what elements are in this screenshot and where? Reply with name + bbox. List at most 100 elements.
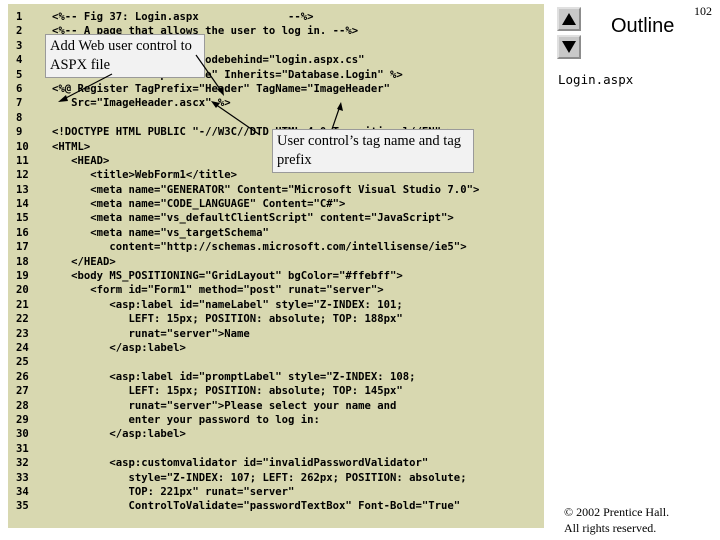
line-number: 14 (16, 198, 29, 211)
line-text: style="Z-INDEX: 107; LEFT: 262px; POSITI… (52, 471, 467, 484)
line-text: Src="ImageHeader.ascx" %> (52, 97, 231, 110)
line-text: enter your password to log in: (52, 413, 320, 426)
line-number: 21 (16, 298, 29, 311)
code-line: 22 LEFT: 15px; POSITION: absolute; TOP: … (16, 312, 479, 326)
code-line: 32 <asp:customvalidator id="invalidPassw… (16, 456, 479, 470)
code-panel: 1<%-- Fig 37: Login.aspx --%>2<%-- A pag… (8, 4, 544, 528)
line-text: <meta name="vs_targetSchema" (52, 226, 269, 239)
code-line: 13 <meta name="GENERATOR" Content="Micro… (16, 183, 479, 197)
code-line: 28 runat="server">Please select your nam… (16, 399, 479, 413)
code-line: 7 Src="ImageHeader.ascx" %> (16, 96, 479, 110)
line-number: 31 (16, 442, 29, 455)
line-number: 29 (16, 413, 29, 426)
code-line: 25 (16, 355, 479, 369)
line-number: 23 (16, 327, 29, 340)
line-text: LEFT: 15px; POSITION: absolute; TOP: 188… (52, 313, 403, 326)
line-number: 32 (16, 457, 29, 470)
line-number: 6 (16, 82, 23, 95)
line-number: 9 (16, 126, 23, 139)
code-line: 23 runat="server">Name (16, 327, 479, 341)
line-text: <asp:label id="nameLabel" style="Z-INDEX… (52, 298, 403, 311)
callout-web-user-control: Add Web user control to ASPX file (45, 34, 205, 78)
line-number: 26 (16, 370, 29, 383)
line-number: 25 (16, 356, 29, 369)
code-line: 18 </HEAD> (16, 255, 479, 269)
line-text: content="http://schemas.microsoft.com/in… (52, 241, 467, 254)
file-name: Login.aspx (558, 72, 634, 87)
line-number: 13 (16, 183, 29, 196)
code-line: 1<%-- Fig 37: Login.aspx --%> (16, 10, 479, 24)
code-line: 21 <asp:label id="nameLabel" style="Z-IN… (16, 298, 479, 312)
line-number: 22 (16, 313, 29, 326)
code-line: 26 <asp:label id="promptLabel" style="Z-… (16, 370, 479, 384)
code-line: 6 <%@ Register TagPrefix="Header" TagName… (16, 82, 479, 96)
code-line: 31 (16, 442, 479, 456)
code-line: 16 <meta name="vs_targetSchema" (16, 226, 479, 240)
line-number: 35 (16, 500, 29, 513)
line-text: runat="server">Please select your name a… (52, 399, 397, 412)
line-number: 4 (16, 54, 23, 67)
triangle-up-icon (562, 13, 576, 25)
line-number: 5 (16, 68, 23, 81)
code-line: 35 ControlToValidate="passwordTextBox" F… (16, 499, 479, 513)
code-line: 12 <title>WebForm1</title> (16, 168, 479, 182)
line-text: ControlToValidate="passwordTextBox" Font… (52, 500, 461, 513)
line-number: 12 (16, 169, 29, 182)
line-number: 24 (16, 341, 29, 354)
line-number: 8 (16, 111, 23, 124)
copyright-line-2: All rights reserved. (564, 521, 657, 535)
line-text: <title>WebForm1</title> (52, 169, 237, 182)
line-text: <form id="Form1" method="post" runat="se… (52, 284, 384, 297)
code-line: 8 (16, 111, 479, 125)
line-number: 34 (16, 485, 29, 498)
code-line: 11 <HEAD> (16, 154, 479, 168)
previous-slide-button[interactable] (557, 7, 581, 31)
code-line: 17 content="http://schemas.microsoft.com… (16, 240, 479, 254)
line-number: 17 (16, 241, 29, 254)
line-number: 18 (16, 255, 29, 268)
copyright-line-1: © 2002 Prentice Hall. (564, 505, 670, 519)
line-text: <body MS_POSITIONING="GridLayout" bgColo… (52, 270, 403, 283)
line-text: <HEAD> (52, 154, 110, 167)
code-line: 20 <form id="Form1" method="post" runat=… (16, 283, 479, 297)
line-number: 3 (16, 39, 23, 52)
line-number: 20 (16, 284, 29, 297)
line-text: <meta name="vs_defaultClientScript" cont… (52, 212, 454, 225)
line-text: <%@ Register TagPrefix="Header" TagName=… (52, 82, 391, 95)
line-number: 10 (16, 140, 29, 153)
code-line: 33 style="Z-INDEX: 107; LEFT: 262px; POS… (16, 471, 479, 485)
code-line: 34 TOP: 221px" runat="server" (16, 485, 479, 499)
line-number: 27 (16, 385, 29, 398)
line-text: LEFT: 15px; POSITION: absolute; TOP: 145… (52, 385, 403, 398)
line-text: <meta name="CODE_LANGUAGE" Content="C#"> (52, 198, 346, 211)
outline-title: Outline (611, 15, 675, 37)
line-number: 7 (16, 97, 23, 110)
code-line: 19 <body MS_POSITIONING="GridLayout" bgC… (16, 269, 479, 283)
triangle-down-icon (562, 41, 576, 53)
line-text: <meta name="GENERATOR" Content="Microsof… (52, 183, 480, 196)
line-number: 16 (16, 226, 29, 239)
copyright-notice: © 2002 Prentice Hall. All rights reserve… (564, 504, 669, 536)
next-slide-button[interactable] (557, 35, 581, 59)
line-text: </HEAD> (52, 255, 116, 268)
line-number: 19 (16, 270, 29, 283)
line-number: 11 (16, 154, 29, 167)
line-number: 30 (16, 428, 29, 441)
code-line: 30 </asp:label> (16, 427, 479, 441)
line-text: </asp:label> (52, 341, 186, 354)
line-number: 28 (16, 399, 29, 412)
line-number: 2 (16, 25, 23, 38)
code-line: 10<HTML> (16, 140, 479, 154)
code-line: 29 enter your password to log in: (16, 413, 479, 427)
line-text: TOP: 221px" runat="server" (52, 485, 295, 498)
line-text: </asp:label> (52, 428, 186, 441)
line-text: <%-- Fig 37: Login.aspx --%> (52, 11, 314, 23)
code-line: 27 LEFT: 15px; POSITION: absolute; TOP: … (16, 384, 479, 398)
callout-tag-name-prefix: User control’s tag name and tag prefix (272, 129, 474, 173)
line-text: runat="server">Name (52, 327, 250, 340)
line-number: 33 (16, 471, 29, 484)
code-listing: 1<%-- Fig 37: Login.aspx --%>2<%-- A pag… (16, 10, 479, 514)
code-line: 15 <meta name="vs_defaultClientScript" c… (16, 211, 479, 225)
line-text: <asp:label id="promptLabel" style="Z-IND… (52, 370, 416, 383)
code-line: 14 <meta name="CODE_LANGUAGE" Content="C… (16, 197, 479, 211)
